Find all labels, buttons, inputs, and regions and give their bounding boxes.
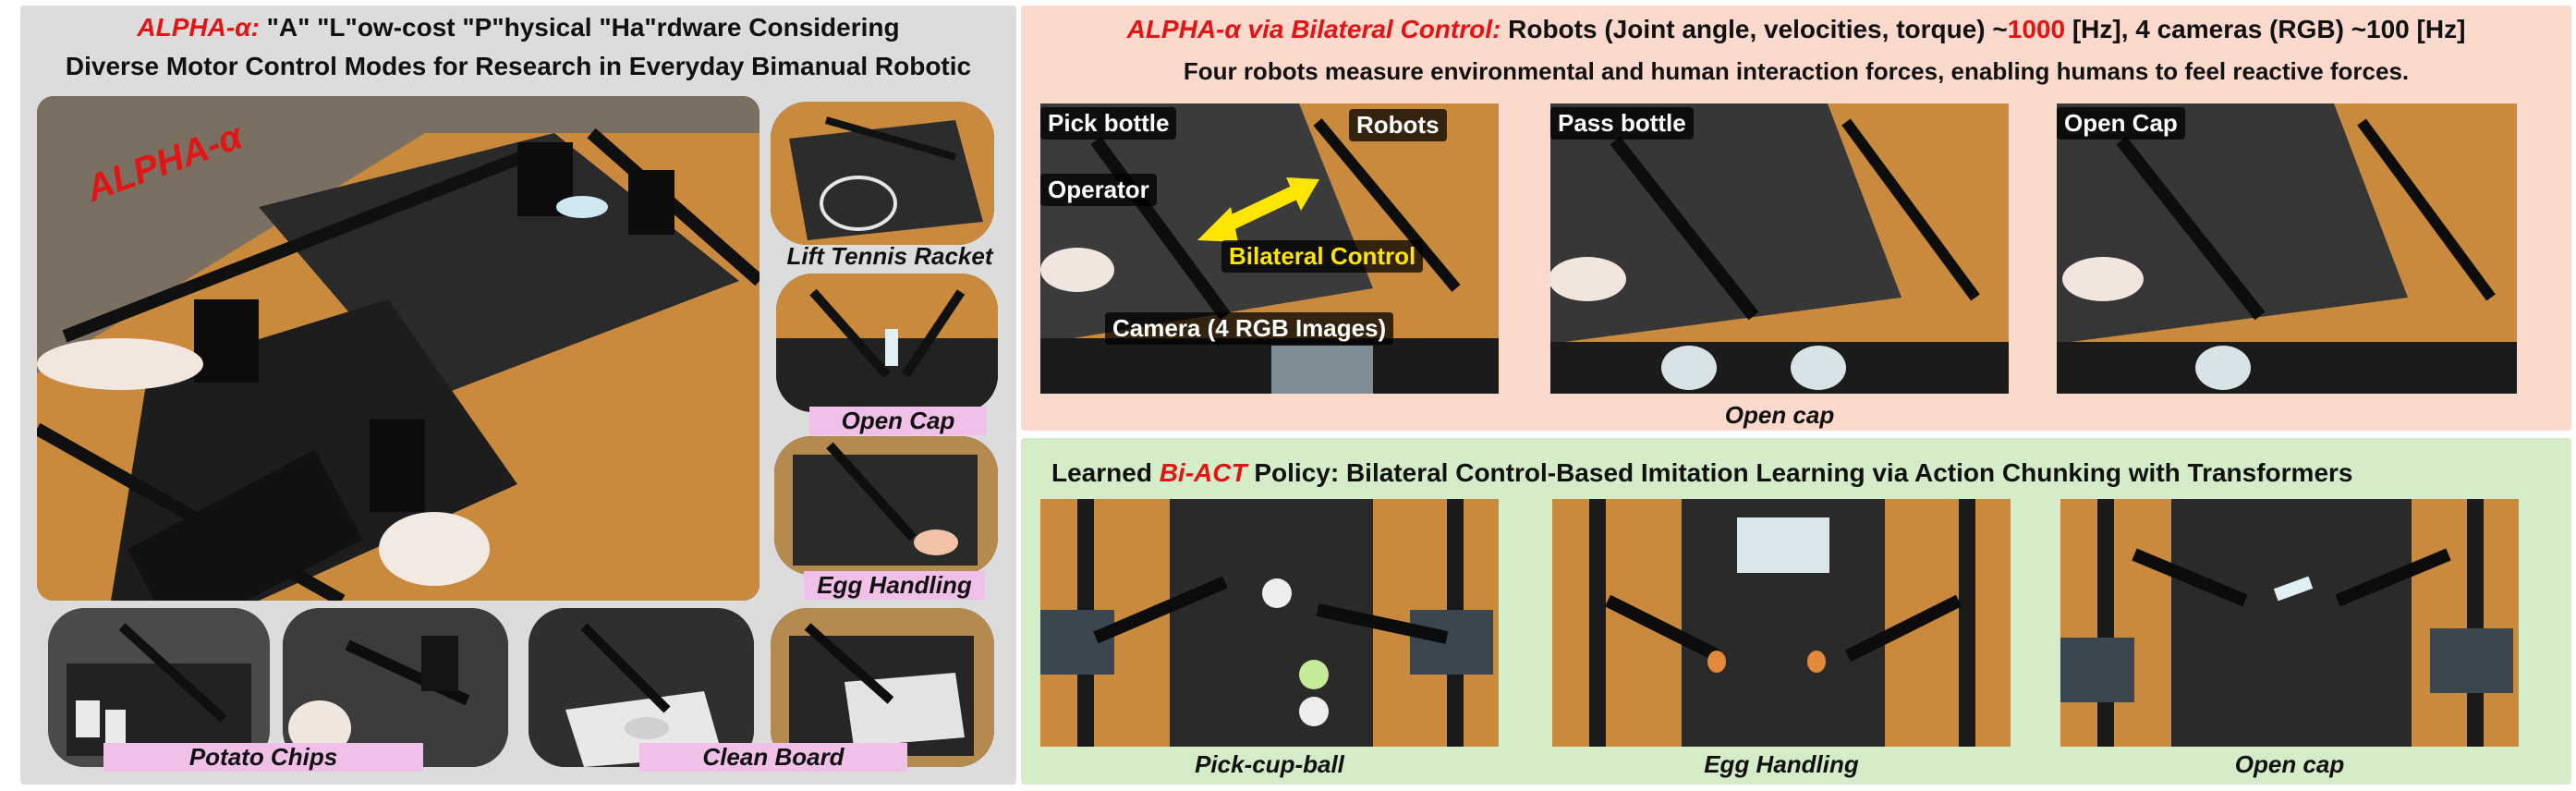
teleop-frame-pass-bottle: Pass bottle: [1550, 103, 2009, 394]
caption-open-cap: Open Cap: [809, 407, 987, 435]
policy-frame-open-cap: [2060, 499, 2519, 747]
thumb-open-cap: [776, 274, 998, 412]
bottom-right-title-rest: Policy: Bilateral Control-Based Imitatio…: [1246, 458, 2353, 487]
caption-clean-board: Clean Board: [639, 743, 907, 772]
bilateral-arrow-icon: [1197, 177, 1319, 242]
label-open-cap-frame: Open Cap: [2057, 107, 2185, 140]
caption-lift-tennis-racket: Lift Tennis Racket: [786, 242, 993, 270]
main-robot-photo: ALPHA-α: [37, 96, 759, 601]
bottom-right-title-highlight: Bi-ACT: [1159, 458, 1247, 487]
policy-frame-egg-handling: [1552, 499, 2011, 747]
top-right-title: ALPHA-α via Bilateral Control: Robots (J…: [1021, 15, 2571, 44]
label-pick-bottle: Pick bottle: [1040, 107, 1177, 140]
top-right-title-end: [Hz], 4 cameras (RGB) ~100 [Hz]: [2065, 15, 2466, 43]
caption-potato-chips: Potato Chips: [103, 743, 423, 772]
top-right-title-rate: 1000: [2007, 15, 2066, 43]
caption-egg-handling-policy: Egg Handling: [1704, 750, 1859, 778]
left-title-brand: ALPHA-α:: [137, 13, 260, 42]
left-title-rest: "A" "L"ow-cost "P"hysical "Ha"rdware Con…: [259, 13, 900, 42]
top-right-title-brand: ALPHA-α via Bilateral Control:: [1126, 15, 1501, 43]
label-robots: Robots: [1349, 109, 1447, 141]
teleop-frame-open-cap: Open Cap: [2057, 103, 2517, 394]
caption-open-cap-policy: Open cap: [2234, 750, 2345, 778]
label-pass-bottle: Pass bottle: [1550, 107, 1694, 140]
caption-top-right-open-cap: Open cap: [1724, 401, 1835, 429]
thumb-clean-board-2: [771, 608, 994, 767]
thumb-potato-chips-2: [283, 608, 508, 767]
left-title-line2: Diverse Motor Control Modes for Research…: [65, 52, 972, 80]
top-right-subtitle: Four robots measure environmental and hu…: [1183, 57, 2410, 85]
thumb-lift-tennis-racket: [771, 102, 994, 245]
bottom-right-title-prefix: Learned: [1051, 458, 1160, 487]
label-camera: Camera (4 RGB Images): [1105, 312, 1394, 345]
label-bilateral-control: Bilateral Control: [1221, 240, 1424, 273]
thumb-egg-handling: [774, 436, 998, 575]
teleop-frame-pick-bottle: Pick bottle Robots Operator Bilateral Co…: [1040, 103, 1499, 394]
top-right-title-mid: Robots (Joint angle, velocities, torque)…: [1501, 15, 2008, 43]
label-operator: Operator: [1040, 174, 1157, 206]
left-title-line1: ALPHA-α: "A" "L"ow-cost "P"hysical "Ha"r…: [20, 13, 1016, 43]
bottom-right-title: Learned Bi-ACT Policy: Bilateral Control…: [1051, 458, 2353, 488]
caption-egg-handling: Egg Handling: [804, 571, 985, 600]
caption-pick-cup-ball: Pick-cup-ball: [1195, 750, 1344, 778]
thumb-potato-chips-1: [48, 608, 270, 767]
policy-frame-pick-cup-ball: [1040, 499, 1499, 747]
